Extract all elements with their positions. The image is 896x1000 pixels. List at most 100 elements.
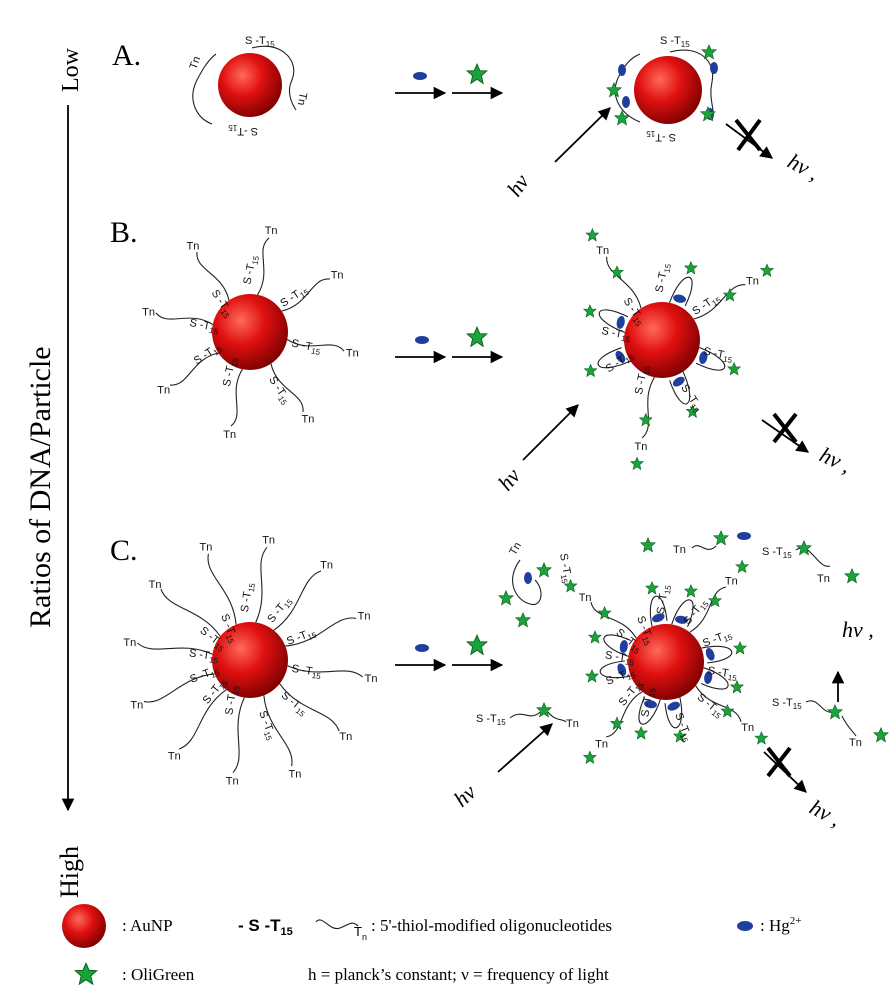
thiol-anchor-label: S -T15 (655, 583, 673, 615)
oligreen-star (684, 584, 698, 598)
mercury-ion (705, 648, 715, 661)
oligreen-star (760, 263, 774, 277)
strand (160, 588, 221, 637)
thiol-anchor-label: S -T15 (693, 691, 725, 721)
tail-label: Tn (320, 560, 333, 572)
mercury-ion (667, 701, 680, 711)
oligreen-star (536, 702, 552, 718)
panel-b-label: B. (110, 216, 138, 249)
thiol-anchor-label: S -T15 (600, 325, 632, 345)
thiol-anchor-label: S -T15 (223, 684, 241, 716)
strand (689, 586, 727, 633)
gold-nanoparticle (628, 624, 704, 700)
strand (605, 691, 643, 738)
thiol-anchor-label: S -T15 (646, 129, 676, 143)
emission-light-label: hν , (816, 442, 855, 478)
tail-label: Tn (566, 718, 579, 730)
thiol-anchor-label: S -T15 (633, 364, 653, 396)
oligreen-star (754, 731, 768, 745)
thiol-anchor-label: S -T15 (254, 709, 278, 742)
strand (638, 696, 661, 725)
strand (599, 660, 631, 679)
mercury-ion (675, 615, 688, 624)
strand (255, 546, 268, 623)
excitation-arrow (554, 107, 611, 163)
strand (281, 278, 331, 312)
strand (641, 376, 655, 439)
oligreen-star (584, 364, 598, 377)
blocked-emission-cross (766, 746, 792, 778)
panel-a-product: S -T15 S -T15 hν hν , (502, 35, 824, 201)
tail-label: Tn (331, 270, 344, 282)
strand (286, 339, 345, 352)
oligreen-star (827, 704, 843, 720)
tail-label: Tn (188, 55, 204, 71)
mercury-ion (673, 294, 687, 303)
oligreen-star (606, 82, 622, 98)
panel-c-label: C. (110, 534, 138, 567)
strand (230, 368, 243, 427)
emission-light-label: hν , (784, 148, 824, 185)
legend-oligreen-icon (74, 962, 98, 985)
legend-oligo-tail: Tn (354, 924, 367, 942)
legend-constants: h = planck’s constant; ν = frequency of … (308, 965, 609, 984)
thiol-anchor-label: S -T15 (476, 713, 506, 727)
tail-label: Tn (265, 225, 278, 237)
strand (590, 601, 637, 639)
strand (695, 346, 726, 371)
tail-label: Tn (339, 731, 352, 743)
gold-nanoparticle (624, 302, 700, 378)
mercury-ion (615, 350, 626, 363)
oligreen-star (873, 727, 889, 743)
blocked-emission-cross (734, 118, 762, 152)
tail-label: Tn (149, 579, 162, 591)
strand (841, 715, 857, 737)
tail-label: Tn (295, 91, 309, 106)
strand (597, 347, 631, 369)
gold-nanoparticle (218, 53, 282, 117)
oligreen-star (796, 540, 812, 556)
strand (263, 695, 293, 767)
tail-label: Tn (262, 534, 275, 546)
tail-label: Tn (725, 576, 738, 588)
tail-label: Tn (507, 540, 524, 557)
strand (192, 53, 217, 125)
legend-hg-label: : Hg2+ (760, 915, 801, 935)
strand (155, 312, 214, 325)
tail-label: Tn (168, 750, 181, 762)
strand (603, 634, 632, 657)
blocked-emission-cross (772, 412, 798, 444)
thiol-anchor-label: S -T15 (221, 356, 241, 388)
mercury-ion (737, 532, 751, 540)
mercury-ion (710, 62, 718, 74)
thiol-anchor-label: S -T15 (555, 552, 574, 584)
tail-label: Tn (346, 348, 359, 360)
mercury-ion (672, 376, 685, 387)
tail-label: Tn (226, 776, 239, 788)
thiol-anchor-label: S -T15 (702, 345, 734, 365)
tail-label: Tn (130, 700, 143, 712)
axis-high-label: High (55, 846, 84, 898)
mercury-ion (644, 700, 657, 709)
emission-light-label: hν , (842, 617, 874, 642)
panel-a: S -T15 S -T15 Tn Tn S -T15 S -T15 (188, 35, 824, 201)
strand (547, 711, 567, 723)
strand (143, 673, 215, 703)
thiol-anchor-label: S -T15 (707, 665, 739, 683)
oligreen-star (498, 590, 514, 606)
thiol-anchor-label: S -T15 (228, 123, 258, 137)
thiol-anchor-label: S -T15 (241, 254, 261, 286)
thiol-anchor-label: S -T15 (677, 382, 705, 415)
oligreen-star (466, 326, 488, 347)
thiol-anchor-label: S -T15 (278, 283, 311, 311)
mercury-ion (415, 644, 429, 652)
tail-label: Tn (123, 637, 136, 649)
oligreen-star (640, 537, 656, 553)
tail-label: Tn (187, 240, 200, 252)
tail-label: Tn (673, 544, 686, 556)
thiol-anchor-label: S -T15 (639, 686, 657, 718)
